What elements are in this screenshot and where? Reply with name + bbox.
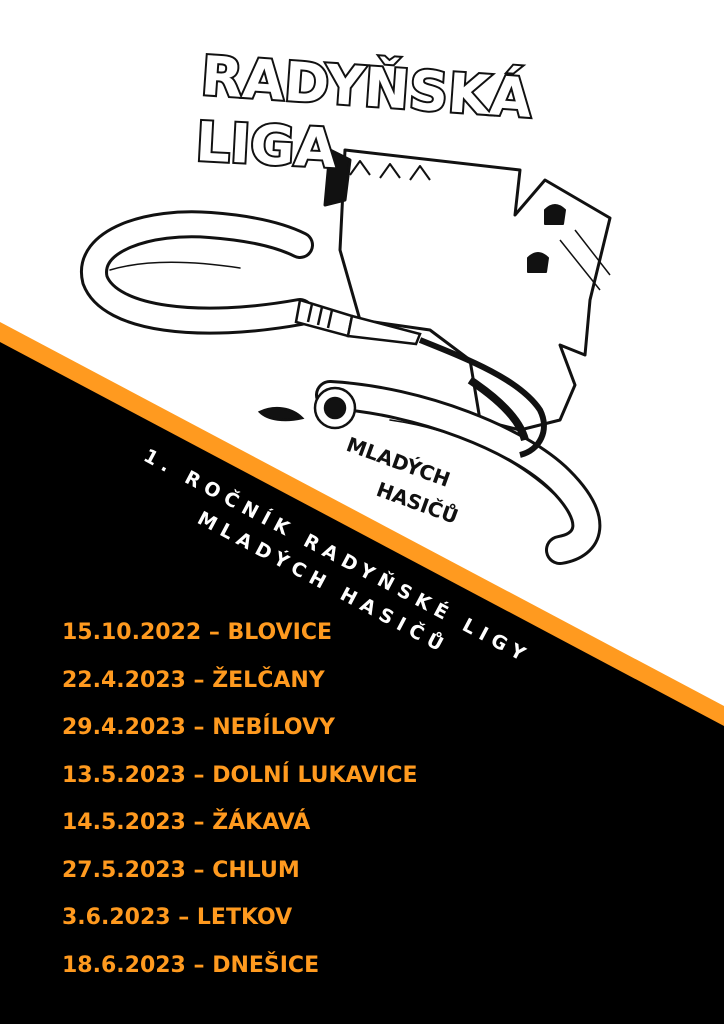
schedule-place: BLOVICE — [227, 620, 333, 645]
schedule-date: 13.5.2023 — [62, 762, 186, 788]
schedule-place: CHLUM — [212, 857, 300, 883]
schedule-item: 22.4.2023 – ŽELČANY — [62, 667, 325, 693]
schedule-item: 29.4.2023 – NEBÍLOVY — [62, 715, 335, 740]
nozzle-icon — [257, 298, 547, 458]
schedule-date: 18.6.2023 — [62, 952, 186, 978]
schedule-item: 14.5.2023 – ŽÁKAVÁ — [62, 810, 311, 835]
schedule-item: 3.6.2023 – LETKOV — [62, 905, 293, 930]
castle-icon — [323, 148, 612, 432]
schedule-date: 29.4.2023 — [62, 715, 186, 740]
schedule-date: 3.6.2023 — [62, 905, 171, 930]
schedule-item: 15.10.2022 – BLOVICE — [62, 620, 333, 645]
schedule-date: 27.5.2023 — [62, 857, 186, 883]
fire-hose-icon — [80, 210, 602, 565]
schedule-place: NEBÍLOVY — [212, 715, 335, 740]
schedule-item: 27.5.2023 – CHLUM — [62, 857, 300, 883]
schedule-date: 22.4.2023 — [62, 667, 186, 693]
schedule-item: 18.6.2023 – DNEŠICE — [62, 952, 320, 978]
schedule-date: 15.10.2022 — [62, 620, 202, 645]
logo-sub-line2: HASIČŮ — [373, 477, 461, 529]
schedule-place: DNEŠICE — [212, 952, 320, 978]
schedule-place: DOLNÍ LUKAVICE — [212, 762, 418, 788]
event-schedule: 15.10.2022 – BLOVICE 22.4.2023 – ŽELČANY… — [62, 618, 418, 998]
league-logo: RADYŇSKÁ LIGA MLADÝCH HASIČŮ — [80, 42, 612, 565]
schedule-date: 14.5.2023 — [62, 810, 186, 835]
logo-title-line2: LIGA — [194, 110, 338, 180]
schedule-place: ŽELČANY — [212, 667, 325, 693]
schedule-item: 13.5.2023 – DOLNÍ LUKAVICE — [62, 762, 418, 788]
schedule-place: LETKOV — [196, 905, 293, 930]
schedule-place: ŽÁKAVÁ — [212, 810, 311, 835]
black-lower-area — [0, 342, 724, 1024]
